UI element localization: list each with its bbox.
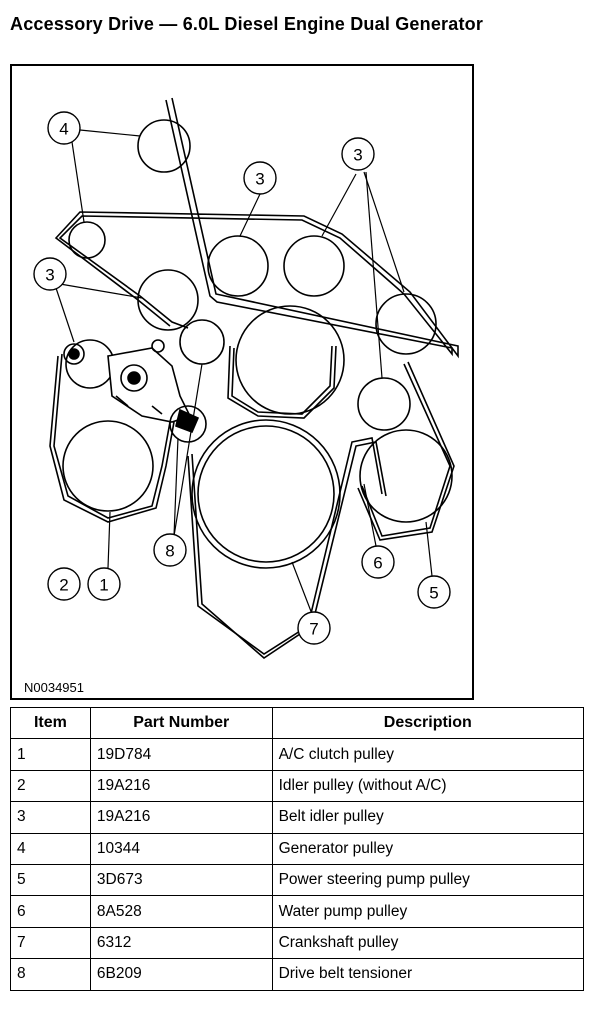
column-header-item: Item [10, 706, 91, 740]
ac-clutch-pulley [62, 420, 154, 512]
description-cell: A/C clutch pulley [271, 738, 585, 771]
callout-3-top-center [243, 161, 277, 195]
callout-3-left [33, 257, 67, 291]
part-number-cell: 19A216 [89, 769, 273, 803]
crankshaft-pulley [191, 419, 341, 569]
description-cell: Idler pulley (without A/C) [271, 769, 585, 803]
callout-3-top-right [341, 137, 375, 171]
part-number-cell: 19A216 [89, 801, 273, 834]
table-row: 6 8A528 Water pump pulley [10, 895, 585, 928]
crankshaft-pulley-inner [197, 425, 335, 563]
item-cell: 4 [10, 832, 91, 865]
part-number-cell: 10344 [89, 832, 273, 865]
item-cell: 1 [10, 738, 91, 771]
column-header-description: Description [271, 706, 585, 740]
callout-3-top-right-label: 3 [353, 146, 362, 165]
belt-routing-diagram: 4 3 3 3 8 2 1 6 5 7 [33, 97, 459, 660]
water-pump-pulley [235, 305, 345, 415]
page-title: Accessory Drive — 6.0L Diesel Engine Dua… [10, 14, 484, 34]
table-row: 7 6312 Crankshaft pulley [10, 926, 585, 960]
callout-4 [47, 111, 81, 145]
description-cell: Power steering pump pulley [271, 863, 585, 897]
description-cell: Crankshaft pulley [271, 926, 585, 960]
upper-drive-belt [54, 97, 459, 359]
power-steering-pump-pulley [359, 429, 453, 523]
part-number-cell: 3D673 [89, 863, 273, 897]
callout-3-left-label: 3 [45, 266, 54, 285]
parts-table: Item Part Number Description 1 19D784 A/… [10, 706, 585, 991]
part-number-cell: 19D784 [89, 738, 273, 771]
column-header-part-number: Part Number [89, 706, 273, 740]
callout-7 [297, 611, 331, 645]
description-cell: Belt idler pulley [271, 801, 585, 834]
table-row: 8 6B209 Drive belt tensioner [10, 958, 585, 991]
description-cell: Water pump pulley [271, 895, 585, 928]
diagram-frame: 4 3 3 3 8 2 1 6 5 7 N0034951 [10, 64, 474, 700]
item-cell: 3 [10, 801, 91, 834]
item-cell: 5 [10, 863, 91, 897]
description-cell: Drive belt tensioner [271, 958, 585, 991]
callout-7-label: 7 [309, 620, 318, 639]
generator-pulley-upper [137, 119, 191, 173]
callout-5-label: 5 [429, 584, 438, 603]
part-number-cell: 6B209 [89, 958, 273, 991]
generator-pulley-lower [137, 269, 199, 331]
callout-2-label: 2 [59, 576, 68, 595]
table-row: 3 19A216 Belt idler pulley [10, 801, 585, 834]
tensioner-pulley [179, 319, 225, 365]
leader-lines [55, 129, 433, 615]
right-upper-pulley [375, 293, 437, 355]
item-cell: 7 [10, 926, 91, 960]
callout-5 [417, 575, 451, 609]
right-idler-pulley [357, 377, 411, 431]
belt-idler-pulley-top-center [207, 235, 269, 297]
callout-3-top-center-label: 3 [255, 170, 264, 189]
table-row: 5 3D673 Power steering pump pulley [10, 863, 585, 897]
callout-4-label: 4 [59, 120, 68, 139]
table-row: 4 10344 Generator pulley [10, 832, 585, 865]
description-cell: Generator pulley [271, 832, 585, 865]
callout-8-label: 8 [165, 542, 174, 561]
item-cell: 2 [10, 769, 91, 803]
callout-1-label: 1 [99, 576, 108, 595]
callout-8 [153, 533, 187, 567]
item-cell: 6 [10, 895, 91, 928]
table-row: 1 19D784 A/C clutch pulley [10, 738, 585, 771]
table-header-row: Item Part Number Description [10, 706, 585, 740]
callout-6 [361, 545, 395, 579]
belt-idler-pulley-top-right [283, 235, 345, 297]
item-cell: 8 [10, 958, 91, 991]
lower-drive-belt [49, 345, 455, 660]
callout-2 [47, 567, 81, 601]
small-idler-pulley [68, 221, 106, 259]
part-number-cell: 6312 [89, 926, 273, 960]
callout-6-label: 6 [373, 554, 382, 573]
drive-belt-tensioner [63, 339, 207, 443]
table-row: 2 19A216 Idler pulley (without A/C) [10, 769, 585, 803]
part-number-cell: 8A528 [89, 895, 273, 928]
figure-id: N0034951 [24, 680, 84, 695]
callout-1 [87, 567, 121, 601]
